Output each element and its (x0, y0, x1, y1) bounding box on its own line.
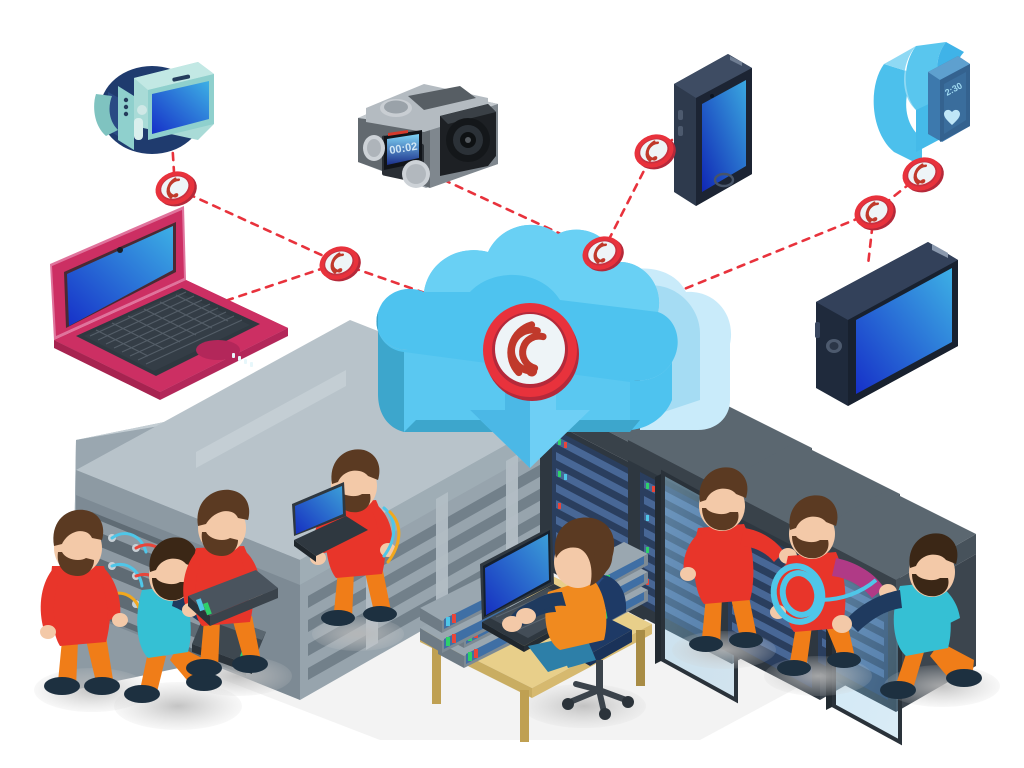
link-node-node (173, 186, 341, 265)
link-tabletnode-tablet (866, 210, 876, 267)
cable-coil (770, 563, 826, 625)
wifi-node-tablet[interactable] (849, 189, 900, 237)
device-action-camera[interactable]: 00:02 (358, 84, 498, 188)
wifi-node-phone[interactable] (629, 128, 680, 176)
worker-with-cable-coil[interactable] (768, 495, 897, 676)
wifi-node-watch[interactable] (150, 165, 201, 213)
worker-technician-cabling[interactable] (40, 509, 128, 695)
device-fitness-band[interactable]: 2:30 (873, 42, 970, 166)
wifi-nodes[interactable] (150, 128, 948, 288)
cloud-graphic (376, 224, 732, 468)
link-tabletnode-cloud-right (655, 210, 876, 302)
server-unit-carried-2 (188, 570, 278, 626)
heart-icon (944, 109, 960, 125)
worker-kneeling-right[interactable] (832, 533, 982, 699)
laptop-held (292, 482, 368, 562)
worker-carrying-server[interactable] (182, 489, 278, 677)
worker-at-rack[interactable] (680, 467, 797, 652)
link-band-tablet-node (872, 172, 924, 214)
device-laptop[interactable] (50, 206, 288, 400)
device-smartwatch[interactable] (94, 62, 214, 154)
worker-admin-at-desk[interactable] (502, 517, 634, 720)
wifi-node-laptop[interactable] (314, 240, 365, 288)
camera-display-text: 00:02 (389, 141, 419, 157)
device-tablet[interactable] (815, 242, 958, 406)
link-node-phone-node (600, 149, 656, 255)
laptop-indicator-lights (232, 353, 253, 367)
cloud-wifi-badge[interactable] (483, 303, 579, 401)
worker-with-laptop[interactable] (292, 449, 401, 626)
wifi-node-band[interactable] (897, 151, 948, 199)
wifi-node-hub[interactable] (577, 230, 628, 278)
device-smartphone[interactable] (674, 54, 752, 206)
